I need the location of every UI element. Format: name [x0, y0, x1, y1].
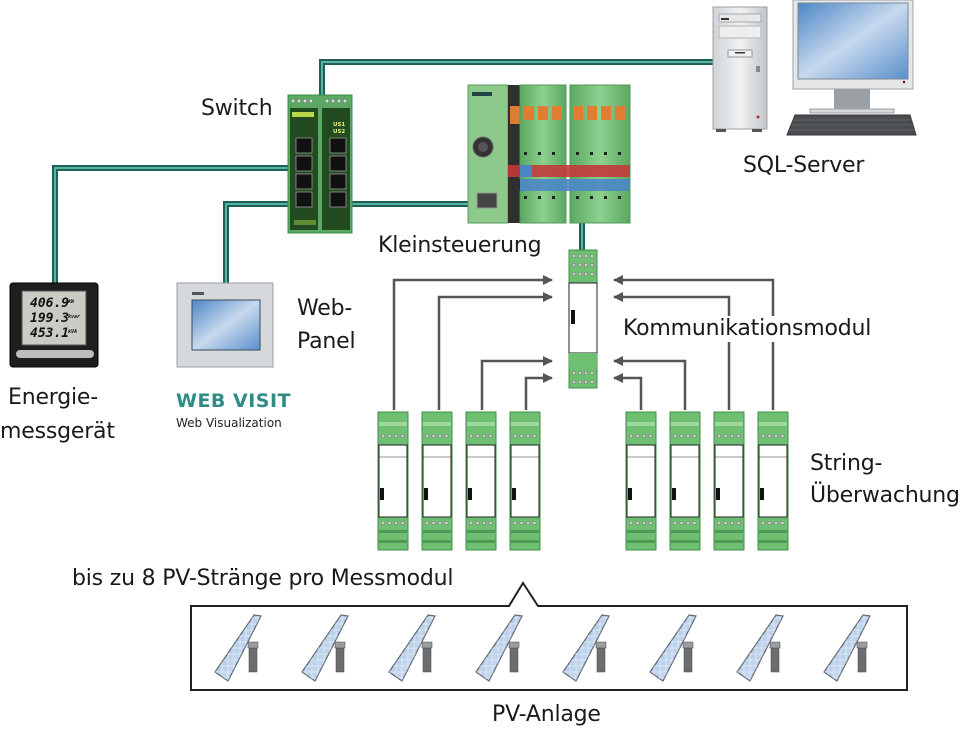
solar-panel-icon — [823, 614, 871, 682]
energy-meter-label-line2: messgerät — [0, 419, 115, 444]
pv-array-callout — [190, 581, 908, 691]
web-visit-subtitle: Web Visualization — [176, 416, 282, 430]
solar-panel-icon — [301, 614, 349, 682]
cable-energy-meter — [52, 165, 295, 291]
io-module-slices — [508, 84, 631, 224]
signal-arrows — [392, 275, 553, 410]
string-monitoring-module[interactable] — [509, 411, 541, 551]
pv-panels — [214, 614, 871, 682]
reading-1-unit: kW — [68, 299, 75, 305]
rj45-ports — [295, 137, 347, 208]
string-monitoring-module[interactable] — [421, 411, 453, 551]
web-panel-label-line2: Panel — [297, 329, 356, 354]
web-visit-logo: WEB VISIT — [176, 390, 292, 412]
reading-2-unit: kvar — [68, 314, 80, 320]
reading-3-value: 453.1 — [30, 326, 69, 341]
ethernet-switch[interactable]: US1 US2 — [287, 94, 353, 234]
solar-panel-icon — [214, 614, 262, 682]
ethernet-cables — [52, 59, 720, 291]
led-label-us1: US1 — [333, 122, 345, 128]
string-monitoring-label-line1: String- — [810, 451, 883, 476]
web-panel-label-line1: Web- — [297, 296, 353, 321]
energy-meter[interactable]: 406.9 kW 199.3 kvar 453.1 kVA — [9, 282, 99, 368]
phoenix-logo — [292, 112, 314, 117]
cable-web-panel — [223, 201, 295, 291]
solar-panel-icon — [562, 614, 610, 682]
string-monitoring-module[interactable] — [377, 411, 409, 551]
reading-3-unit: kVA — [68, 329, 77, 335]
led-label-us2: US2 — [333, 129, 345, 135]
solar-panel-icon — [388, 614, 436, 682]
string-monitoring-modules — [377, 411, 789, 551]
reading-2-value: 199.3 — [30, 311, 69, 326]
string-monitoring-label-line2: Überwachung — [810, 483, 960, 508]
signal-arrows-right — [613, 275, 775, 410]
communication-module[interactable] — [568, 249, 598, 389]
string-monitoring-module[interactable] — [669, 411, 701, 551]
string-monitoring-module[interactable] — [713, 411, 745, 551]
sql-server-label: SQL-Server — [743, 153, 865, 178]
reading-1-value: 406.9 — [30, 296, 69, 311]
solar-panel-icon — [736, 614, 784, 682]
monitor-icon — [786, 0, 917, 136]
string-monitoring-module[interactable] — [757, 411, 789, 551]
web-panel[interactable] — [176, 282, 274, 368]
controller-label: Kleinsteuerung — [378, 233, 542, 258]
solar-panel-icon — [649, 614, 697, 682]
sql-server[interactable] — [712, 0, 917, 136]
energy-meter-label-line1: Energie- — [8, 385, 98, 410]
pc-tower-icon — [712, 6, 768, 132]
solar-panel-icon — [475, 614, 523, 682]
pv-array-label: PV-Anlage — [492, 702, 601, 727]
switch-label: Switch — [201, 96, 273, 121]
string-monitoring-module[interactable] — [625, 411, 657, 551]
small-controller[interactable] — [467, 84, 631, 224]
cable-switch-to-sql-server — [319, 59, 720, 101]
callout-label: bis zu 8 PV-Stränge pro Messmodul — [72, 566, 454, 591]
string-monitoring-module[interactable] — [465, 411, 497, 551]
comm-module-label: Kommunikationsmodul — [623, 316, 876, 342]
